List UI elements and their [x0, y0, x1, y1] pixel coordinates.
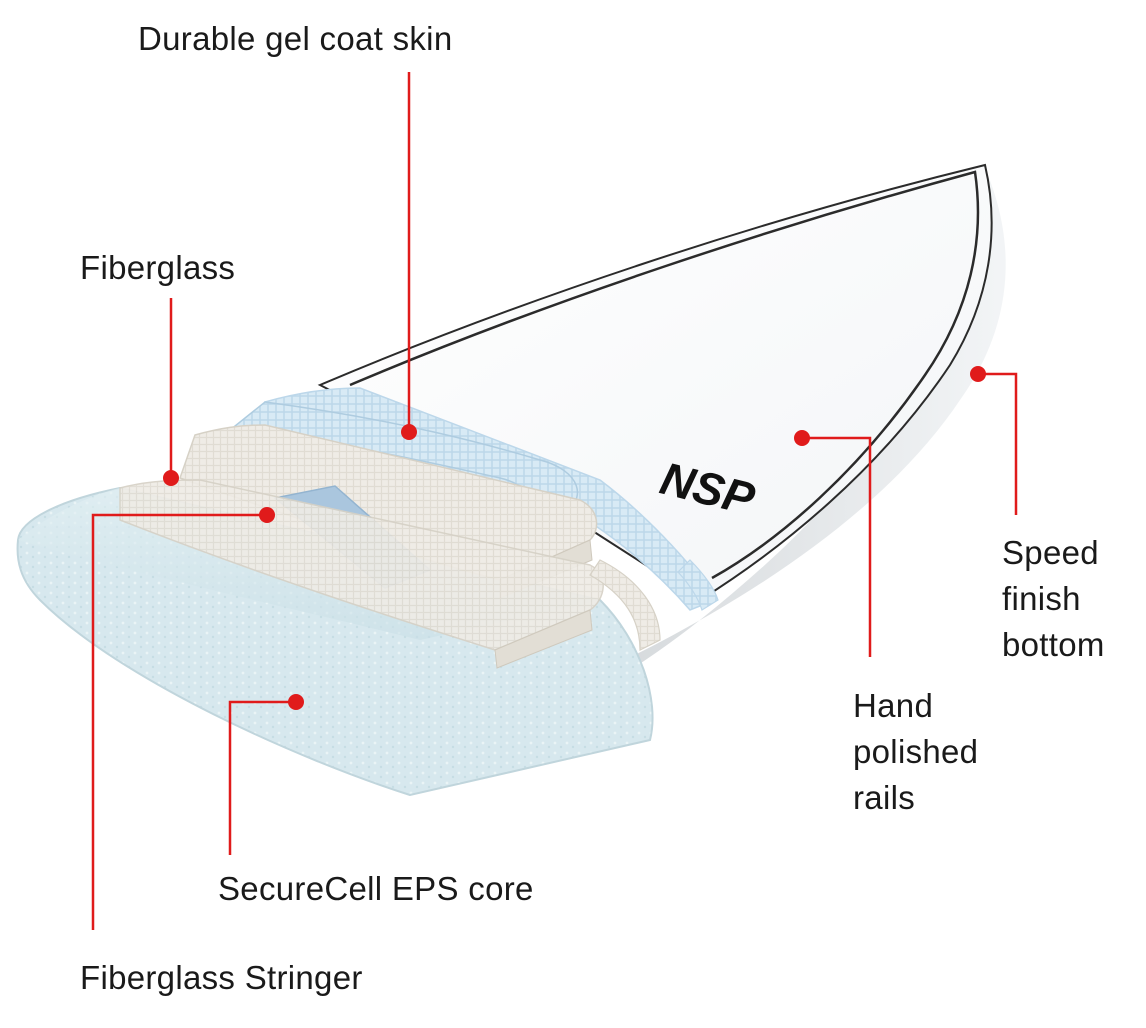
label-fiberglass: Fiberglass [80, 249, 236, 286]
label-gel-coat-skin: Durable gel coat skin [138, 20, 453, 57]
label-speed-finish-bottom: Speed finish bottom [1002, 534, 1105, 663]
dot-core [288, 694, 304, 710]
glass-wrap-band [589, 559, 661, 651]
leader-rails [802, 436, 872, 657]
gel-wrap-band [677, 559, 719, 611]
dot-stringer [259, 507, 275, 523]
dot-gelcoat [401, 424, 417, 440]
board-rail-line [349, 170, 980, 580]
leader-core [228, 700, 296, 855]
fiberglass-layer-2-edge [494, 609, 593, 669]
label-fiberglass-stringer: Fiberglass Stringer [80, 959, 363, 996]
callout-leaders [91, 72, 1018, 930]
callout-dots [163, 366, 986, 710]
label-securecell-eps-core: SecureCell EPS core [218, 870, 534, 907]
board-deck [317, 163, 993, 602]
rail-shadow [420, 168, 1006, 790]
leader-stringer [91, 513, 267, 930]
dot-speed [970, 366, 986, 382]
label-hand-polished-rails: Hand polished rails [853, 687, 979, 816]
dot-rails [794, 430, 810, 446]
leader-speed [978, 372, 1018, 515]
dot-fiberglass [163, 470, 179, 486]
